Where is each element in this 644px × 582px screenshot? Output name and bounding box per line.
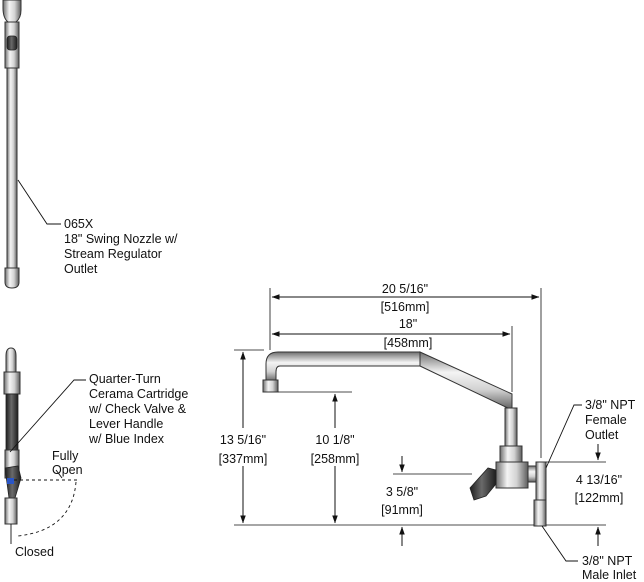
nozzle-length-metric: [458mm] — [384, 336, 433, 350]
nozzle-part-number: 065X — [64, 217, 94, 231]
open-leader-line — [55, 469, 63, 479]
cartridge-line-2: Cerama Cartridge — [89, 387, 188, 401]
faucet-front-view — [262, 351, 547, 527]
female-outlet-line-3: Outlet — [585, 428, 619, 442]
fully-open-label-2: Open — [52, 463, 83, 477]
outlet-to-inlet-imperial: 4 13/16" — [576, 473, 622, 487]
female-outlet-line-2: Female — [585, 413, 627, 427]
fully-open-label-1: Fully — [52, 449, 79, 463]
cartridge-leader-line — [9, 379, 86, 453]
swing-nozzle-end-view — [2, 0, 22, 289]
closed-label: Closed — [15, 545, 54, 559]
nozzle-description-line-1: 18" Swing Nozzle w/ — [64, 232, 178, 246]
female-outlet-leader-line — [545, 404, 582, 469]
outlet-height-metric: [258mm] — [311, 452, 360, 466]
male-inlet-line-2: Male Inlet — [582, 568, 637, 582]
cartridge-line-4: Lever Handle — [89, 417, 163, 431]
nozzle-leader-line — [17, 179, 61, 225]
inlet-height-imperial: 3 5/8" — [386, 485, 418, 499]
outlet-height-imperial: 10 1/8" — [315, 433, 354, 447]
overall-width-metric: [516mm] — [381, 300, 430, 314]
nozzle-length-imperial: 18" — [399, 317, 417, 331]
valve-side-view — [3, 347, 22, 525]
outlet-to-inlet-metric: [122mm] — [575, 491, 624, 505]
male-inlet-line-1: 3/8" NPT — [582, 554, 633, 568]
front-lever-handle — [469, 467, 497, 501]
cartridge-line-5: w/ Blue Index — [88, 432, 165, 446]
overall-height-imperial: 13 5/16" — [220, 433, 266, 447]
overall-height-metric: [337mm] — [219, 452, 268, 466]
handle-travel-arc — [17, 481, 77, 537]
nozzle-description-line-3: Outlet — [64, 262, 98, 276]
cartridge-line-1: Quarter-Turn — [89, 372, 161, 386]
inlet-height-metric: [91mm] — [381, 503, 423, 517]
cartridge-line-3: w/ Check Valve & — [88, 402, 187, 416]
overall-width-imperial: 20 5/16" — [382, 282, 428, 296]
female-outlet-line-1: 3/8" NPT — [585, 398, 636, 412]
male-inlet-leader-line — [541, 525, 578, 562]
blue-index-marker — [7, 478, 14, 484]
nozzle-description-line-2: Stream Regulator — [64, 247, 162, 261]
